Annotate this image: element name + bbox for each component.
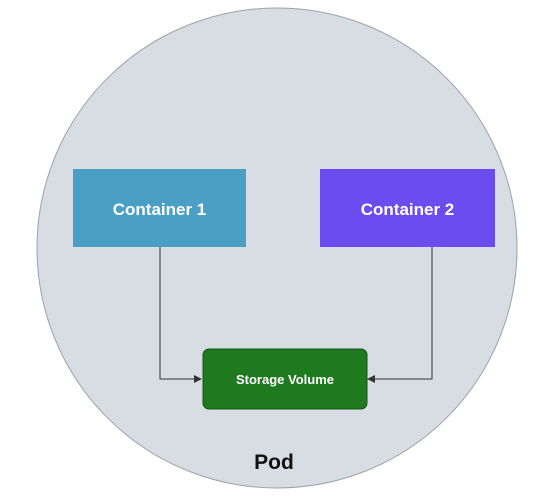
- pod-label: Pod: [254, 451, 294, 474]
- storage-volume-label: Storage Volume: [236, 372, 334, 387]
- storage-volume-node: Storage Volume: [202, 348, 368, 410]
- container-1-node: Container 1: [73, 169, 246, 247]
- storage-volume-box: [202, 348, 368, 410]
- container-1-label: Container 1: [113, 200, 207, 219]
- connector-container-2-to-storage: [367, 247, 433, 383]
- pod-circle: [36, 7, 518, 489]
- container-2-node: Container 2: [320, 169, 495, 247]
- container-2-box: [320, 169, 495, 247]
- container-1-box: [73, 169, 246, 247]
- container-2-label: Container 2: [361, 200, 455, 219]
- connector-container-1-to-storage: [159, 247, 202, 383]
